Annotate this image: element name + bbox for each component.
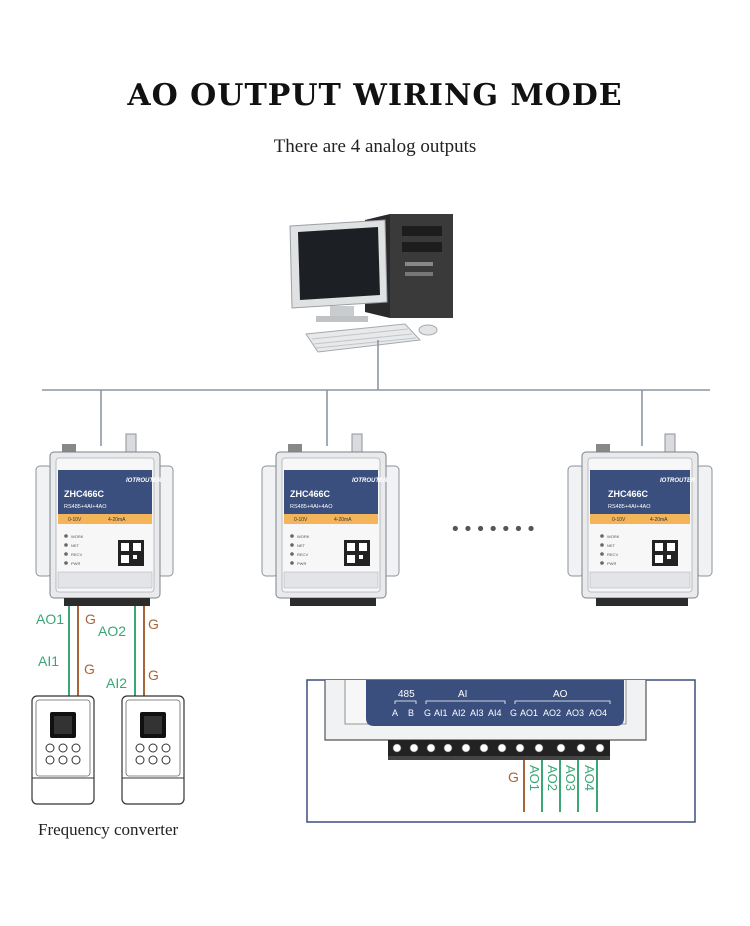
qr-code-icon	[344, 540, 370, 566]
led-label: RECV	[71, 552, 82, 557]
device-option-voltage: 0-10V	[294, 517, 308, 523]
device-option-current: 4-20mA	[108, 517, 126, 523]
qr-code-icon	[652, 540, 678, 566]
led-label: WORK	[297, 534, 310, 539]
computer-icon	[289, 214, 453, 353]
status-leds: WORK NET RECV PWR	[64, 534, 84, 566]
device-option-voltage: 0-10V	[68, 517, 82, 523]
led-label: NET	[297, 543, 306, 548]
device-spec: RS485+4AI+4AO	[290, 504, 333, 510]
page-subtitle: There are 4 analog outputs	[273, 136, 477, 157]
wire-label-ao2: AO2	[98, 623, 126, 639]
router-device-1: IOTROUTER ZHC466C RS485+4AI+4AO 0-10V 4-…	[35, 433, 174, 606]
led-label: PWR	[71, 561, 80, 566]
terminal-label: AO2	[543, 708, 561, 718]
wire-label-g: G	[148, 667, 159, 683]
terminal-inset: 485 AI AO A B G AI1 AI2 AI3 AI4 G AO1 AO…	[306, 679, 696, 823]
led-label: RECV	[607, 552, 618, 557]
terminal-label: G	[510, 708, 517, 718]
led-label: NET	[71, 543, 80, 548]
device-model: ZHC466C	[290, 489, 331, 499]
led-label: PWR	[297, 561, 306, 566]
led-label: WORK	[607, 534, 620, 539]
qr-code-icon	[118, 540, 144, 566]
more-devices-ellipsis: •••••••	[450, 519, 538, 540]
inset-wire-label-ao2: AO2	[545, 765, 560, 791]
wire-label-ai2: AI2	[106, 675, 127, 691]
terminal-label: AO3	[566, 708, 584, 718]
device-brand: IOTROUTER	[126, 478, 162, 484]
frequency-converter-2	[121, 695, 185, 805]
wire-label-ai1: AI1	[38, 653, 59, 669]
terminal-label: AI3	[470, 708, 484, 718]
terminal-label: G	[424, 708, 431, 718]
terminal-label: AO1	[520, 708, 538, 718]
converter-caption: Frequency converter	[38, 820, 179, 839]
led-label: PWR	[607, 561, 616, 566]
device-option-voltage: 0-10V	[612, 517, 626, 523]
group-label-ai: AI	[458, 689, 467, 700]
device-option-current: 4-20mA	[334, 517, 352, 523]
terminal-label: AI2	[452, 708, 466, 718]
inset-wire-label-ao1: AO1	[527, 765, 542, 791]
network-bus	[42, 340, 710, 446]
terminal-label: B	[408, 708, 414, 718]
wire-label-g: G	[84, 661, 95, 677]
terminal-label: AO4	[589, 708, 607, 718]
terminal-label: A	[392, 708, 398, 718]
wire-label-g: G	[85, 611, 96, 627]
device-option-current: 4-20mA	[650, 517, 668, 523]
group-label-ao: AO	[553, 689, 568, 700]
device-spec: RS485+4AI+4AO	[64, 504, 107, 510]
terminal-label: AI4	[488, 708, 502, 718]
led-label: RECV	[297, 552, 308, 557]
router-device-3: IOTROUTER ZHC466C RS485+4AI+4AO 0-10V 4-…	[567, 433, 713, 606]
router-device-2: IOTROUTER ZHC466C RS485+4AI+4AO 0-10V 4-…	[261, 433, 400, 606]
converter-wires	[68, 606, 145, 696]
wire-label-ao1: AO1	[36, 611, 64, 627]
device-spec: RS485+4AI+4AO	[608, 504, 651, 510]
group-label-485: 485	[398, 689, 415, 700]
inset-wire-label-ao3: AO3	[563, 765, 578, 791]
device-brand: IOTROUTER	[660, 478, 696, 484]
device-brand: IOTROUTER	[352, 478, 388, 484]
wire-label-g: G	[148, 616, 159, 632]
frequency-converter-1	[31, 695, 95, 805]
terminal-label: AI1	[434, 708, 448, 718]
device-model: ZHC466C	[64, 489, 105, 499]
led-label: WORK	[71, 534, 84, 539]
status-leds: WORK NET RECV PWR	[600, 534, 620, 566]
led-label: NET	[607, 543, 616, 548]
page-title: AO OUTPUT WIRING MODE	[127, 78, 623, 113]
status-leds: WORK NET RECV PWR	[290, 534, 310, 566]
inset-wire-label-ao4: AO4	[582, 765, 597, 791]
device-model: ZHC466C	[608, 489, 649, 499]
inset-wire-label-g: G	[508, 769, 519, 785]
